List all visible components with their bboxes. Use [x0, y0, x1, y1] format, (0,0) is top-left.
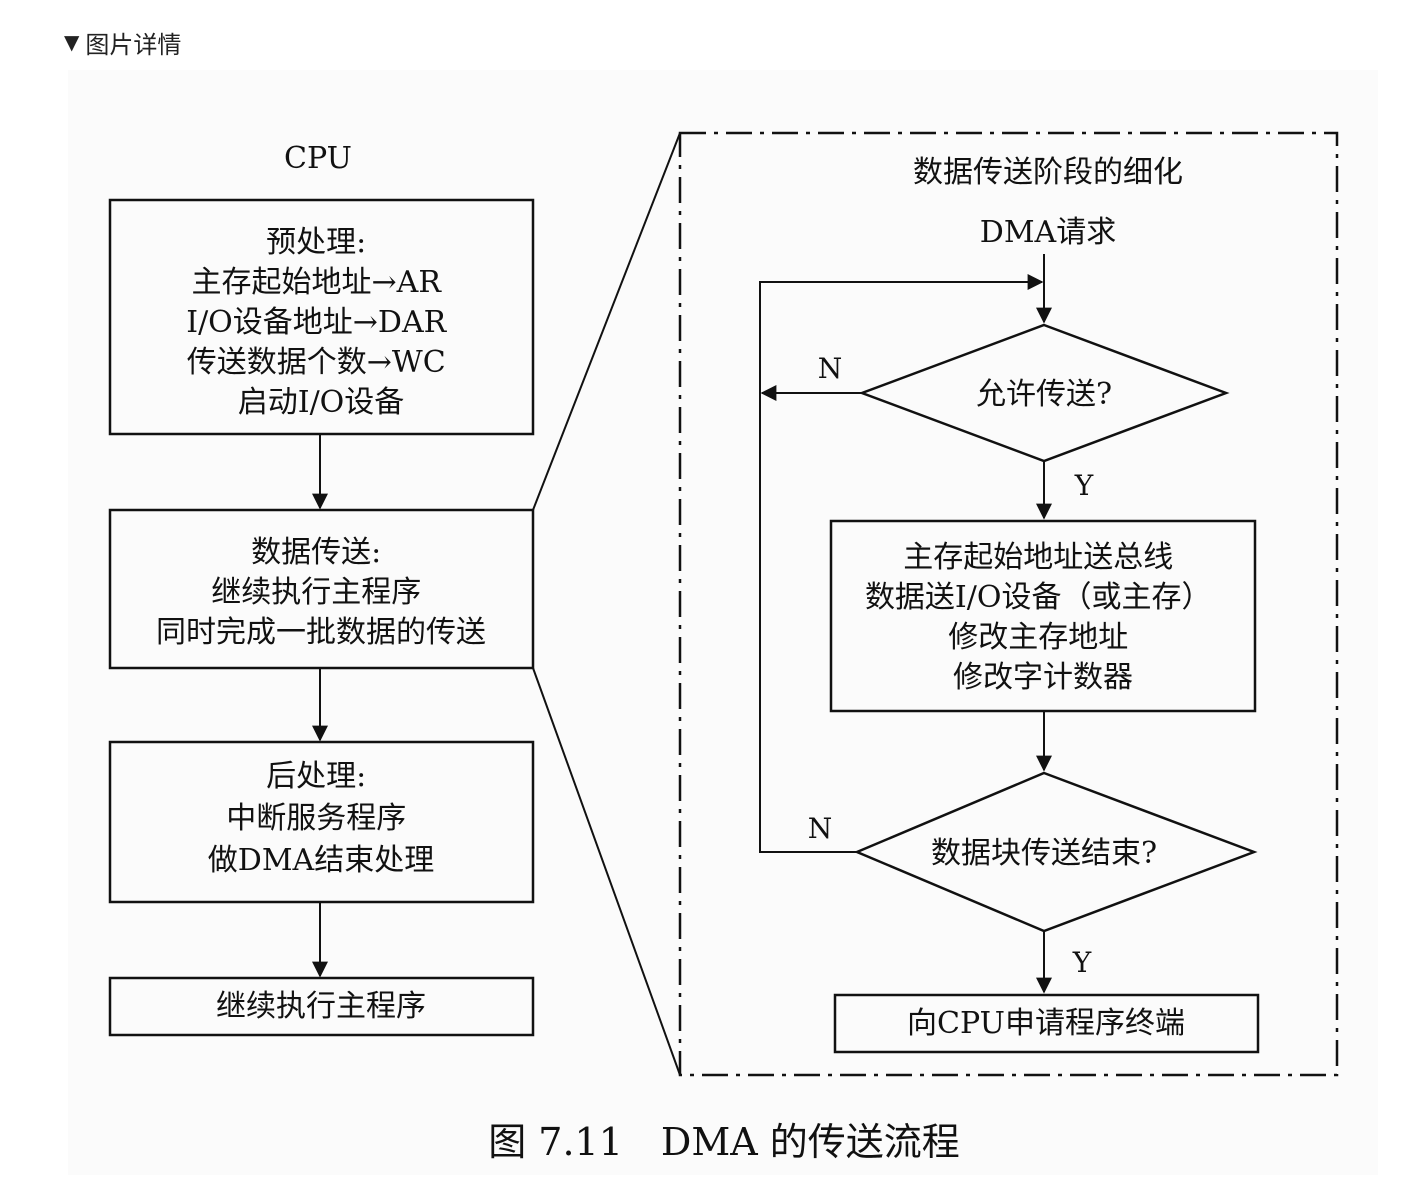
decision2-no-loop	[759, 274, 1044, 853]
preprocess-line-4: 传送数据个数→WC	[187, 345, 446, 380]
postprocess-line-1: 后处理:	[266, 759, 366, 794]
preprocess-line-5: 启动I/O设备	[238, 385, 405, 420]
preprocess-line-2: 主存起始地址→AR	[192, 265, 443, 300]
process-line-2: 数据送I/O设备（或主存）	[865, 580, 1212, 615]
process-line-1: 主存起始地址送总线	[903, 540, 1173, 575]
request-termination-label: 向CPU申请程序终端	[907, 1006, 1185, 1041]
collapse-triangle-icon: ▼	[64, 30, 80, 54]
preprocess-line-3: I/O设备地址→DAR	[186, 305, 447, 340]
decision1-no-label: N	[818, 352, 843, 385]
data-transfer-line-3: 同时完成一批数据的传送	[156, 615, 486, 650]
dma-flow-figure: CPU 预处理: 主存起始地址→AR I/O设备地址→DAR 传送数据个数→WC…	[68, 70, 1378, 1175]
decision2-yes-label: Y	[1072, 946, 1092, 979]
decision-allow-transfer-label: 允许传送?	[976, 377, 1112, 412]
postprocess-line-2: 中断服务程序	[226, 801, 406, 836]
preprocess-line-1: 预处理:	[266, 225, 366, 260]
decision1-yes-label: Y	[1074, 469, 1094, 502]
process-line-4: 修改字计数器	[953, 660, 1133, 695]
data-transfer-box	[108, 508, 535, 670]
postprocess-box	[108, 740, 535, 904]
continue-main-label: 继续执行主程序	[216, 989, 426, 1024]
dma-flow-diagram: CPU 预处理: 主存起始地址→AR I/O设备地址→DAR 传送数据个数→WC…	[108, 131, 1339, 1164]
process-line-3: 修改主存地址	[948, 620, 1128, 655]
image-details-label: 图片详情	[85, 30, 182, 59]
figure-caption: 图 7.11 DMA 的传送流程	[488, 1120, 960, 1164]
data-transfer-line-2: 继续执行主程序	[211, 575, 421, 610]
decision2-no-label: N	[808, 812, 833, 845]
preprocess-box	[108, 198, 535, 436]
continue-main-box	[108, 976, 535, 1037]
decision-block-done-label: 数据块传送结束?	[931, 836, 1157, 871]
svg-text:预处理: 主存起始地址→AR I/O设备地址: 预处理: 主存起始地址→AR I/O设备地址→DAR 传送数据个数→WC 启动I…	[186, 225, 456, 420]
dma-request-label: DMA请求	[980, 215, 1116, 250]
detail-panel	[678, 131, 1339, 1077]
data-transfer-line-1: 数据传送:	[251, 535, 381, 570]
postprocess-line-3: 做DMA结束处理	[208, 843, 434, 878]
svg-text:数据传送: 继续执行主程序 同时完成一批数据: 数据传送: 继续执行主程序 同时完成一批数据的传送	[156, 535, 486, 650]
svg-text:主存起始地址送总线 数据送I/O设备（或主存）: 主存起始地址送总线 数据送I/O设备（或主存） 修改主存地址 修改字计数器	[865, 540, 1221, 695]
detail-title: 数据传送阶段的细化	[913, 155, 1183, 190]
svg-text:后处理: 中断服务程序 做DMA结束处理: 后处理: 中断服务程序 做DMA结束处理	[208, 759, 434, 878]
zoom-line-top	[532, 132, 681, 511]
request-termination-box	[833, 993, 1260, 1054]
zoom-line-bottom	[532, 667, 681, 1076]
cpu-label: CPU	[284, 141, 352, 176]
image-details-toggle[interactable]: ▼ 图片详情	[64, 24, 181, 60]
